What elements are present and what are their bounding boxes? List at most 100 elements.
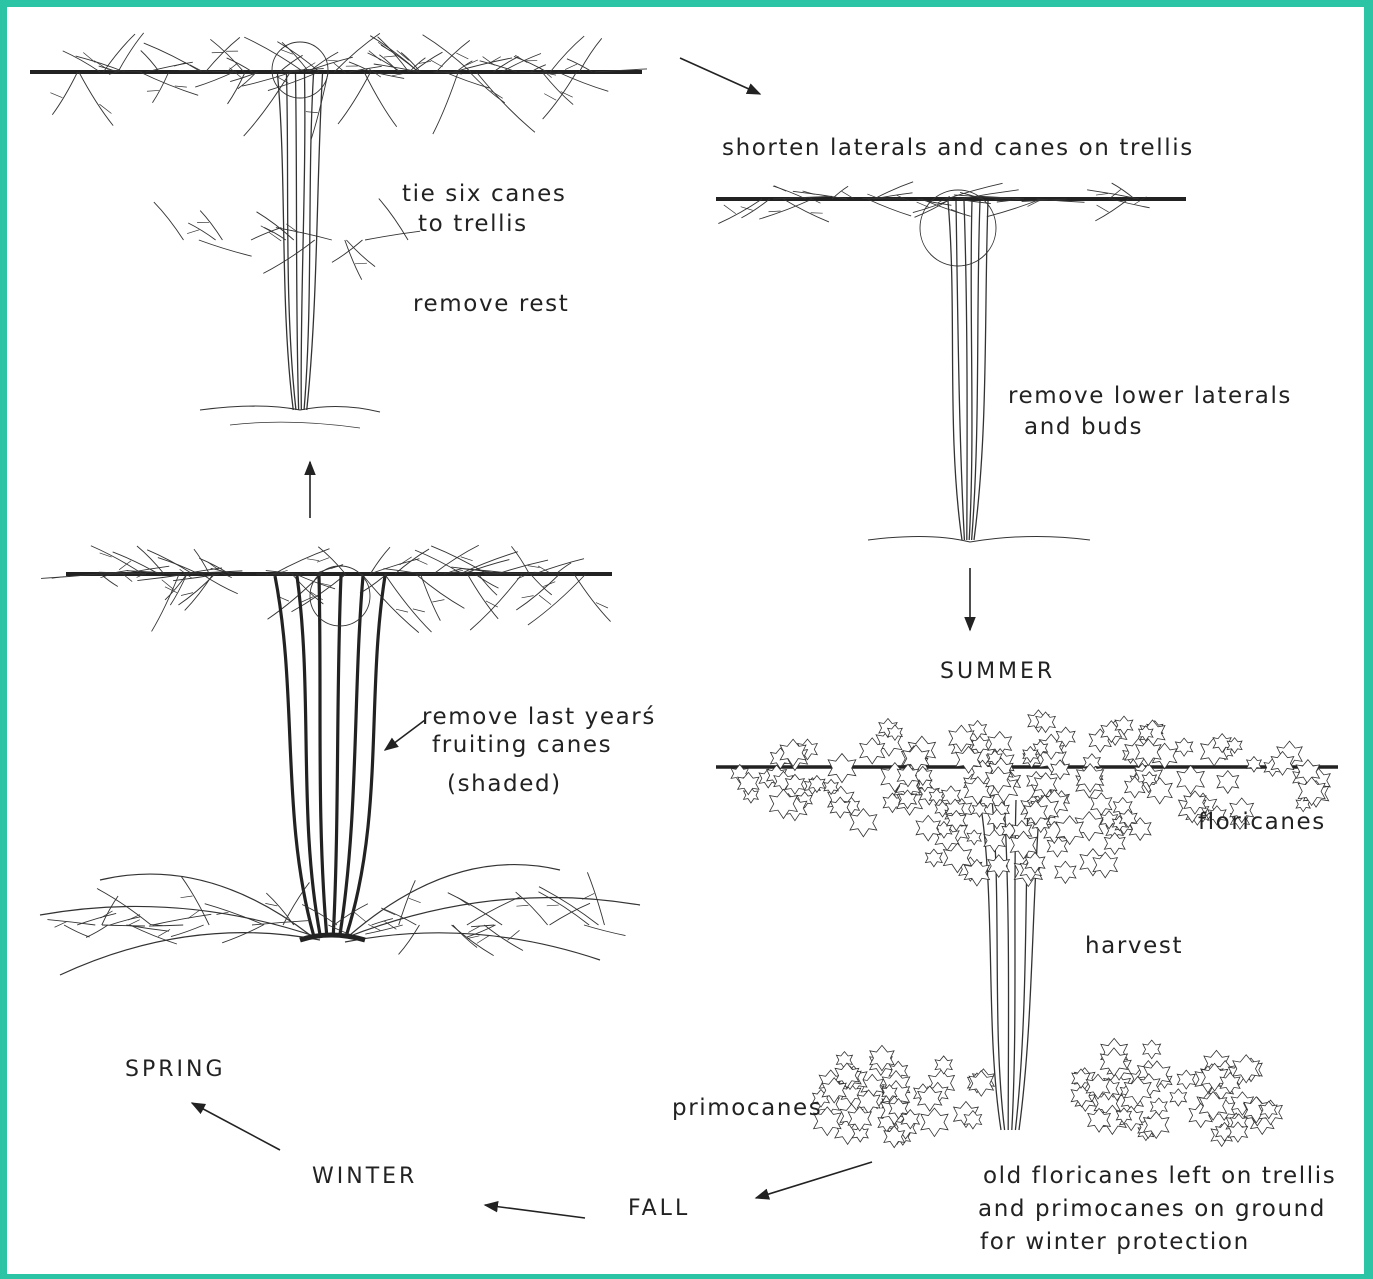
lateral-branch (485, 573, 536, 574)
cane (296, 74, 299, 410)
lateral-twig (355, 263, 367, 264)
shorten-laterals-label: shorten laterals and canes on trellis (722, 134, 1194, 163)
lateral-twig (565, 64, 577, 69)
lateral-branch (516, 574, 559, 610)
arrow-winter-pointer (385, 720, 425, 750)
lateral-twig (147, 90, 159, 91)
harvest-label: harvest (1085, 932, 1183, 961)
lateral-twig (50, 93, 62, 98)
lateral-branch (862, 198, 905, 199)
lateral-branch (153, 914, 212, 925)
cane (964, 201, 967, 540)
lateral-branch (579, 38, 602, 72)
lateral-branch (874, 182, 913, 199)
lateral-branch (338, 72, 371, 124)
lateral-branch (238, 72, 257, 89)
lateral-branch (244, 72, 291, 136)
lateral-branch (227, 58, 253, 72)
lateral-twig (83, 52, 95, 62)
lateral-twig (174, 63, 186, 66)
lateral-twig (187, 230, 199, 234)
lateral-branch (86, 925, 108, 937)
lateral-branch (130, 925, 177, 944)
leaf (1055, 861, 1076, 883)
cane (956, 201, 964, 540)
summer-label: SUMMER (940, 658, 1055, 686)
lateral-branch (478, 574, 497, 595)
lateral-twig (265, 903, 277, 905)
lateral-branch (144, 43, 202, 72)
lateral-branch (110, 917, 140, 925)
lateral-branch (102, 896, 118, 925)
lateral-branch (399, 880, 416, 925)
leaf (916, 815, 940, 840)
winter-plant-drawing (40, 545, 640, 975)
lateral-twig (468, 926, 480, 932)
cane (333, 576, 341, 935)
lateral-branch (91, 546, 143, 574)
arrow-summer-to-fall (756, 1162, 872, 1198)
lateral-branch (345, 240, 362, 280)
lateral-branch (79, 72, 113, 126)
lateral-branch (113, 552, 159, 574)
lateral-branch (222, 925, 263, 943)
lateral-branch (295, 574, 335, 589)
leaf (1104, 833, 1125, 855)
lateral-branch (365, 231, 420, 240)
old-floricanes-label-line3: for winter protection (980, 1228, 1250, 1257)
lateral-branch (274, 549, 330, 574)
lateral-branch (476, 72, 535, 132)
lateral-branch (268, 72, 319, 91)
leaf (1217, 771, 1239, 794)
winter-label: WINTER (312, 1163, 417, 1191)
lateral-branch (584, 925, 625, 936)
lateral-branch (102, 925, 145, 926)
lateral-branch (471, 925, 494, 927)
leaf (921, 1108, 948, 1136)
primocane (60, 933, 320, 975)
cane (319, 576, 327, 935)
cane (948, 201, 962, 540)
lateral-branch (470, 574, 522, 630)
arrow-fall-to-winter (485, 1205, 585, 1218)
primocane (345, 897, 640, 938)
leaf (967, 830, 981, 845)
lateral-branch (280, 71, 299, 72)
lateral-branch (467, 574, 498, 619)
remove-lower-laterals-label-line1: remove lower laterals (1008, 382, 1292, 411)
lateral-twig (432, 600, 444, 602)
lateral-branch (759, 199, 812, 219)
leaf (1175, 738, 1192, 756)
lateral-branch (867, 199, 911, 216)
lateral-twig (769, 211, 781, 212)
lateral-twig (477, 936, 489, 944)
leaf (1170, 1089, 1186, 1106)
old-floricanes-label-line1: old floricanes left on trellis (983, 1162, 1336, 1191)
spring-plant-drawing (30, 33, 647, 428)
leaf (1247, 757, 1262, 772)
lateral-branch (511, 546, 529, 574)
leaf (984, 830, 1005, 852)
leaf (935, 1056, 952, 1074)
lateral-twig (724, 205, 736, 214)
remove-last-years-label-line2: fruiting canes (432, 731, 612, 760)
leaf (1151, 1098, 1168, 1115)
shaded-label: (shaded) (447, 770, 562, 799)
lateral-twig (516, 905, 528, 906)
primocanes-label: primocanes (672, 1094, 822, 1123)
arrow-winter-to-spring-label (192, 1103, 280, 1150)
floricanes-label: floricanes (1198, 808, 1326, 837)
shortened-plant-drawing (716, 182, 1186, 542)
old-floricanes-label-line2: and primocanes on ground (978, 1195, 1326, 1224)
lateral-twig (544, 94, 556, 101)
leaf (1177, 765, 1204, 794)
lateral-twig (547, 905, 559, 906)
lateral-branch (64, 925, 89, 937)
leaf (828, 754, 856, 783)
lateral-twig (539, 595, 551, 604)
lateral-branch (154, 202, 184, 240)
lateral-branch (200, 211, 222, 240)
lateral-branch (205, 904, 264, 925)
tie-canes-label-line2: to trellis (418, 210, 528, 239)
